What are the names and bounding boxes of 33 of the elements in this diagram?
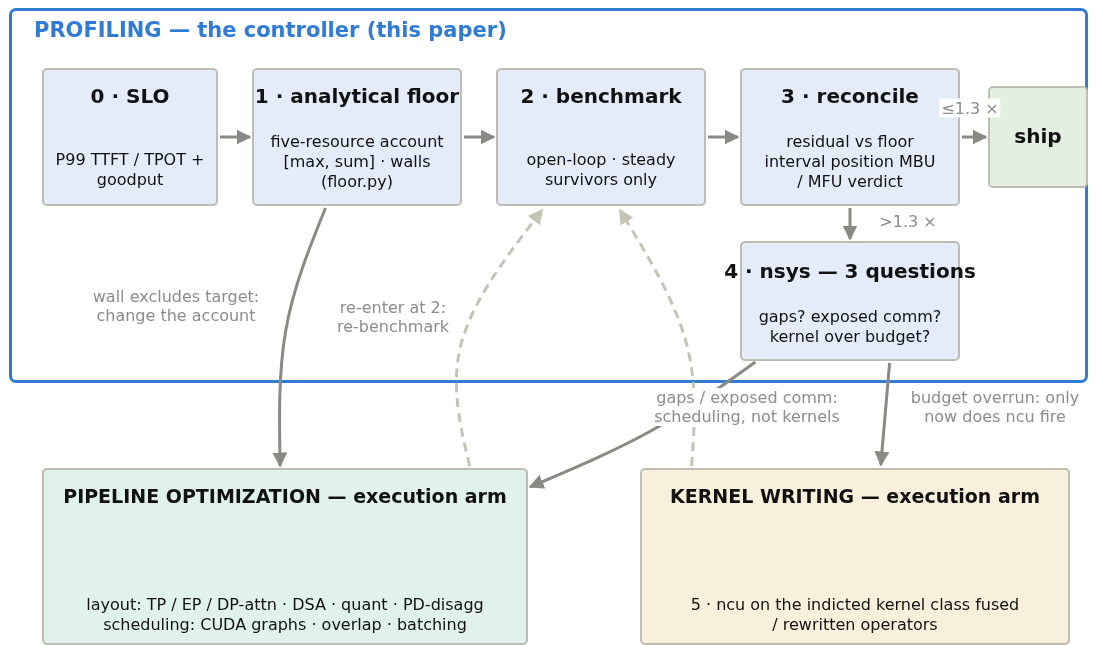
arrow <box>220 129 252 145</box>
step-box <box>988 86 1088 188</box>
step-description: open-loop · steady survivors only <box>525 150 677 190</box>
step-box <box>640 468 1070 645</box>
arrow <box>618 208 696 467</box>
step-description: gaps? exposed comm? kernel over budget? <box>757 307 943 347</box>
step-box <box>42 468 528 645</box>
step-title: ship <box>1014 124 1062 148</box>
step-title: PIPELINE OPTIMIZATION — execution arm <box>63 485 507 507</box>
step-title: KERNEL WRITING — execution arm <box>670 485 1040 507</box>
step-description: 5 · ncu on the indicted kernel class fused / rewritten operators <box>690 595 1020 635</box>
arrow <box>962 129 988 145</box>
step-description: P99 TTFT / TPOT + goodput <box>55 150 205 190</box>
arrow <box>454 208 544 467</box>
step-description: five-resource account [max, sum] · walls (floor.py) <box>269 132 445 192</box>
panel-title: PROFILING — the controller (this paper) <box>34 18 507 42</box>
step-title: 1 · analytical floor <box>254 84 460 108</box>
step-box <box>42 68 218 206</box>
group-panel <box>9 8 1088 383</box>
arrow <box>874 362 892 467</box>
edge-label: ≤1.3 × <box>939 98 1001 118</box>
step-title: 4 · nsys — 3 questions <box>724 259 976 283</box>
arrow <box>464 129 496 145</box>
arrow <box>708 129 740 145</box>
step-description: layout: TP / EP / DP-attn · DSA · quant · PD-disagg scheduling: CUDA graphs · overlap · batching <box>85 595 485 635</box>
step-title: 2 · benchmark <box>520 84 682 108</box>
step-title: 3 · reconcile <box>781 84 919 108</box>
step-title: 0 · SLO <box>90 84 170 108</box>
arrow <box>842 208 858 241</box>
step-box <box>252 68 462 206</box>
arrow <box>272 207 327 468</box>
step-box <box>496 68 706 206</box>
step-description: residual vs floor interval position MBU / MFU verdict <box>763 132 937 192</box>
